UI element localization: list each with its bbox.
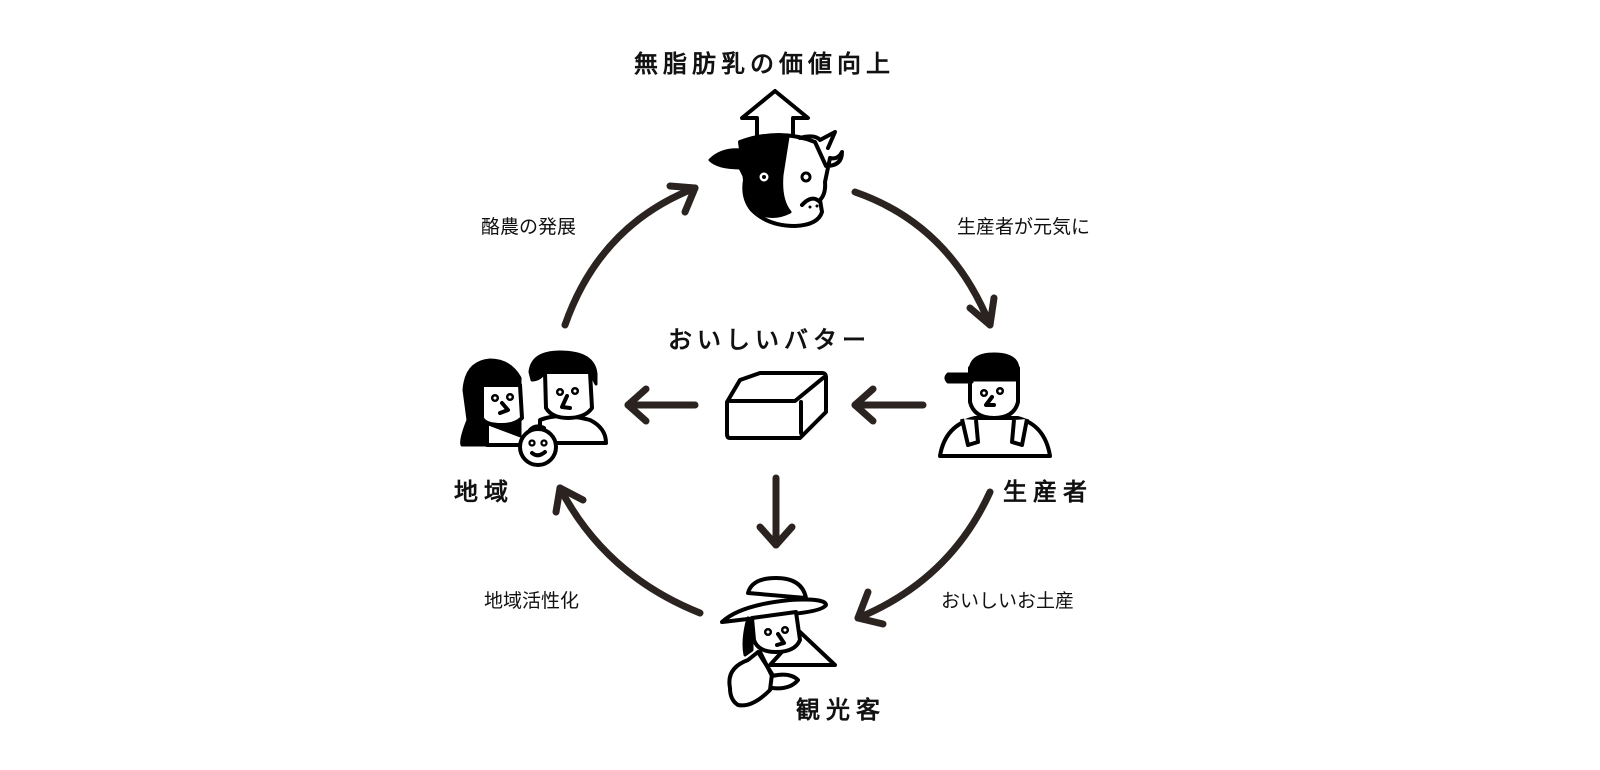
- arrow-top-to-right: [851, 188, 998, 329]
- tourist-icon: [720, 576, 837, 708]
- farmer-icon: [938, 352, 1052, 458]
- arrow-left-to-top: [561, 182, 699, 329]
- diagram-title: 無脂肪乳の価値向上: [634, 50, 895, 78]
- arrow-butter-to-tourist: [756, 474, 796, 549]
- up-arrow-icon: [740, 89, 810, 142]
- arrow-right-to-bottom: [854, 488, 994, 628]
- edge-label-producer-energized: 生産者が元気に: [957, 216, 1091, 238]
- family-icon: [460, 350, 608, 467]
- edge-label-delicious-souvenir: おいしいお土産: [941, 590, 1075, 612]
- edge-label-dairy-development: 酪農の発展: [481, 216, 577, 238]
- node-label-tourist: 観光客: [796, 696, 886, 724]
- edge-label-regional-revitalization: 地域活性化: [484, 590, 580, 612]
- node-label-producer: 生産者: [1003, 478, 1093, 506]
- center-label: おいしいバター: [668, 326, 871, 354]
- arrow-producer-to-butter: [851, 385, 927, 425]
- arrow-bottom-to-left: [552, 484, 704, 617]
- node-label-region: 地域: [454, 478, 514, 506]
- arrow-butter-to-region: [624, 385, 699, 425]
- butter-block-icon: [725, 371, 828, 440]
- cow-icon: [708, 130, 844, 228]
